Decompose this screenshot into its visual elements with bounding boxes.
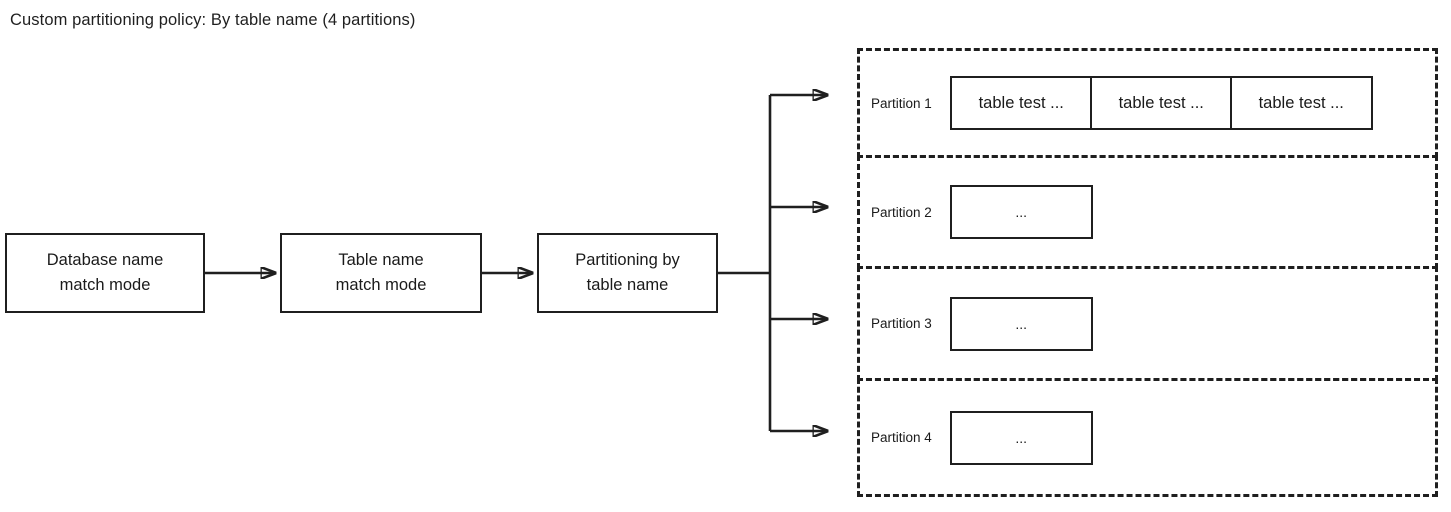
flow-node-partitioning-by-table-name: Partitioning by table name <box>537 233 718 313</box>
partition-label: Partition 4 <box>871 430 932 445</box>
partition-label: Partition 2 <box>871 204 932 220</box>
table-item: table test ... <box>950 76 1093 130</box>
partition-group-2: Partition 2 ... <box>857 155 1438 269</box>
flow-node-label: Partitioning by table name <box>575 251 680 294</box>
table-item: table test ... <box>1090 76 1233 130</box>
flow-node-label: Table name match mode <box>335 251 427 294</box>
partition-group-4: Partition 4 ... <box>857 378 1438 497</box>
table-item: table test ... <box>1230 76 1373 130</box>
flow-node-table-name-match-mode: Table name match mode <box>280 233 482 313</box>
table-item-ellipsis: ... <box>950 410 1093 465</box>
partition-label: Partition 3 <box>871 316 932 331</box>
partition-label: Partition 1 <box>871 95 932 111</box>
table-item-ellipsis: ... <box>950 296 1093 351</box>
flow-node-label: Database name match mode <box>46 251 164 294</box>
partition-group-3: Partition 3 ... <box>857 266 1438 381</box>
partition-items-row: ... <box>950 296 1093 351</box>
partition-items-row: ... <box>950 185 1093 239</box>
table-item-ellipsis: ... <box>950 185 1093 239</box>
partition-group-1: Partition 1 table test ... table test ..… <box>857 48 1438 158</box>
partition-items-row: ... <box>950 410 1093 465</box>
partition-items-row: table test ... table test ... table test… <box>950 76 1373 130</box>
flow-node-database-name-match-mode: Database name match mode <box>5 233 205 313</box>
diagram-title: Custom partitioning policy: By table nam… <box>10 11 416 29</box>
